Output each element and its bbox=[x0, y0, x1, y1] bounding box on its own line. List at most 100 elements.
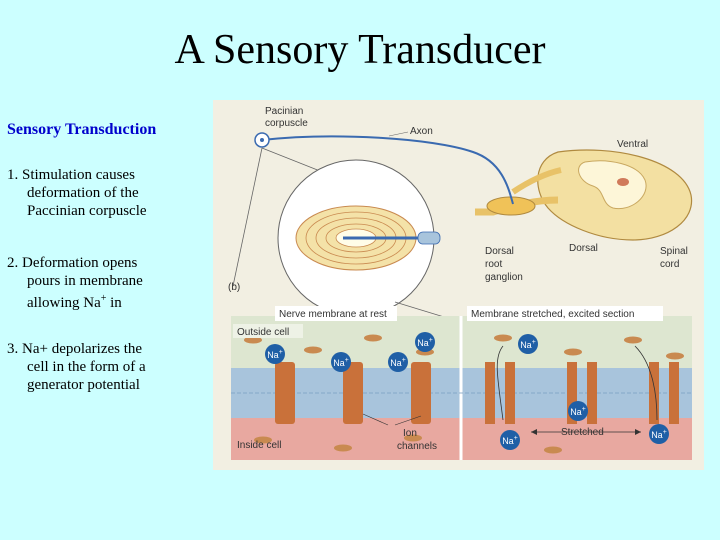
sodium-ion: Na+ bbox=[265, 344, 285, 364]
step-2-line-3-text: allowing Na bbox=[27, 295, 101, 311]
sodium-ion-label: Na+ bbox=[390, 357, 406, 368]
ion-channel-open bbox=[485, 362, 515, 424]
step-1-line-1: 1. Stimulation causes bbox=[7, 167, 135, 183]
small-corpuscle-dot bbox=[260, 138, 264, 142]
sodium-ion-label: Na+ bbox=[651, 429, 667, 440]
step-2-line-3-tail: in bbox=[106, 295, 122, 311]
na-plus: + bbox=[514, 435, 518, 442]
na-symbol: Na bbox=[417, 338, 429, 348]
vesicle bbox=[666, 352, 684, 360]
vesicle bbox=[544, 446, 562, 454]
label-b: (b) bbox=[228, 282, 240, 293]
axon-line bbox=[261, 135, 514, 205]
grey-matter bbox=[578, 160, 647, 210]
arrowhead-right-icon bbox=[635, 429, 641, 435]
label-ion-1: Ion bbox=[403, 428, 417, 439]
label-outside-cell: Outside cell bbox=[237, 327, 289, 338]
outside-label-box bbox=[233, 324, 303, 338]
step-3-line-1: 3. Na+ depolarizes the bbox=[7, 341, 143, 357]
na-symbol: Na bbox=[651, 430, 663, 440]
label-ventral: Ventral bbox=[617, 139, 648, 150]
na-plus: + bbox=[582, 406, 586, 413]
step-1-line-2: deformation of the bbox=[27, 185, 139, 201]
na-plus: + bbox=[279, 349, 283, 356]
ion-channel-closed bbox=[343, 362, 363, 424]
vesicle bbox=[624, 336, 642, 344]
label-dorsal-root-2: root bbox=[485, 259, 502, 270]
axon-pointer bbox=[388, 131, 409, 137]
step-2-line-2: pours in membrane bbox=[27, 273, 143, 289]
na-symbol: Na bbox=[390, 358, 402, 368]
arrowhead-left-icon bbox=[531, 429, 537, 435]
na-symbol: Na bbox=[333, 358, 345, 368]
ion-channel-closed bbox=[275, 362, 295, 424]
label-stretched: Stretched bbox=[561, 427, 604, 438]
na-symbol: Na bbox=[267, 350, 279, 360]
vesicle bbox=[364, 334, 382, 342]
label-spinal-2: cord bbox=[660, 259, 679, 270]
pacinian-corpuscle bbox=[232, 147, 504, 336]
slide-title: A Sensory Transducer bbox=[174, 27, 546, 73]
channel-pointer bbox=[362, 413, 389, 426]
label-rest-title: Nerve membrane at rest bbox=[279, 309, 387, 320]
sodium-ion: Na+ bbox=[500, 430, 520, 450]
label-axon: Axon bbox=[410, 126, 433, 137]
vesicle bbox=[304, 346, 322, 354]
step-3: 3. Na+ depolarizes the cell in the form … bbox=[7, 340, 146, 394]
label-pacinian-1: Pacinian bbox=[265, 106, 303, 117]
sodium-ion-label: Na+ bbox=[417, 337, 433, 348]
sodium-ion: Na+ bbox=[388, 352, 408, 372]
label-stretched-title: Membrane stretched, excited section bbox=[471, 309, 634, 320]
spinal-cord bbox=[475, 149, 693, 241]
myelin-1 bbox=[417, 231, 441, 245]
central-canal bbox=[617, 178, 629, 186]
na-symbol: Na bbox=[570, 407, 582, 417]
na-plus: + bbox=[532, 339, 536, 346]
label-pacinian-2: corpuscle bbox=[265, 118, 308, 129]
sodium-ion: Na+ bbox=[649, 424, 669, 444]
vesicle bbox=[334, 444, 352, 452]
sodium-ion-label: Na+ bbox=[502, 435, 518, 446]
na-symbol: Na bbox=[520, 340, 532, 350]
ion-channel-closed bbox=[411, 362, 431, 424]
flow-arrow bbox=[634, 345, 658, 421]
vesicle bbox=[254, 436, 272, 444]
zoom-line-left bbox=[232, 147, 263, 287]
na-plus: + bbox=[402, 357, 406, 364]
sensory-transducer-figure: Pacinian corpuscle Axon Ventral Dorsal r… bbox=[213, 100, 704, 470]
ventral-root bbox=[511, 167, 562, 195]
sodium-ion: Na+ bbox=[331, 352, 351, 372]
na-plus: + bbox=[429, 337, 433, 344]
step-1-line-3: Paccinian corpuscle bbox=[27, 203, 147, 219]
step-2-line-1: 2. Deformation opens bbox=[7, 255, 138, 271]
step-3-line-3: generator potential bbox=[27, 377, 140, 393]
step-1: 1. Stimulation causes deformation of the… bbox=[7, 166, 147, 220]
sodium-ion: Na+ bbox=[518, 334, 538, 354]
label-inside-cell: Inside cell bbox=[237, 440, 281, 451]
sodium-ion-label: Na+ bbox=[267, 349, 283, 360]
stretched-title-box bbox=[467, 306, 663, 321]
ion-channel-open bbox=[567, 362, 597, 424]
sodium-ion: Na+ bbox=[568, 401, 588, 421]
na-symbol: Na bbox=[502, 436, 514, 446]
label-dorsal-root-3: ganglion bbox=[485, 272, 523, 283]
sodium-ion: Na+ bbox=[415, 332, 435, 352]
na-plus: + bbox=[663, 429, 667, 436]
label-dorsal: Dorsal bbox=[569, 243, 598, 254]
sodium-ion-label: Na+ bbox=[520, 339, 536, 350]
label-spinal-1: Spinal bbox=[660, 246, 688, 257]
vesicle bbox=[404, 434, 422, 442]
vesicle bbox=[494, 334, 512, 342]
sodium-ion-label: Na+ bbox=[333, 357, 349, 368]
step-2-superscript: + bbox=[100, 293, 107, 304]
rest-title-box bbox=[275, 306, 397, 321]
step-3-line-2: cell in the form of a bbox=[27, 359, 146, 375]
label-ion-2: channels bbox=[397, 441, 437, 452]
na-plus: + bbox=[345, 357, 349, 364]
membrane-panels: Na+ Na+ Na+ Na+ Na+ Na+ Na+ Na+ bbox=[231, 316, 692, 460]
sidebar-heading: Sensory Transduction bbox=[7, 121, 157, 138]
vesicle bbox=[244, 336, 262, 344]
flow-arrow bbox=[496, 345, 504, 421]
step-2: 2. Deformation opens pours in membrane a… bbox=[7, 254, 143, 312]
label-dorsal-root-1: Dorsal bbox=[485, 246, 514, 257]
